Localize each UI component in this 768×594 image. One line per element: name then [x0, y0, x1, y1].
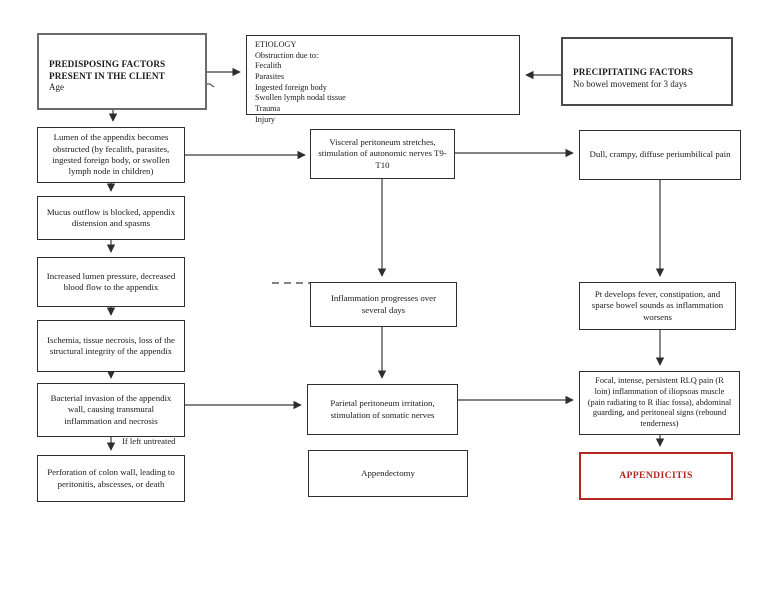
rlq-pain-box: Focal, intense, persistent RLQ pain (R l…: [579, 371, 740, 435]
etiology-line: Swollen lymph nodal tissue: [255, 93, 346, 103]
appendectomy-text: Appendectomy: [361, 467, 415, 478]
lumen-obstruction-box: Lumen of the appendix becomes obstructed…: [37, 127, 185, 183]
parietal-peritoneum-box: Parietal peritoneum irritation, stimulat…: [307, 384, 458, 435]
appendicitis-box: APPENDICITIS: [579, 452, 733, 500]
dull-pain-box: Dull, crampy, diffuse periumbilical pain: [579, 130, 741, 180]
ischemia-box: Ischemia, tissue necrosis, loss of the s…: [37, 320, 185, 372]
appendicitis-text: APPENDICITIS: [619, 469, 693, 481]
predisposing-factors-title: PREDISPOSING FACTORS PRESENT IN THE CLIE…: [49, 59, 166, 81]
etiology-line: Fecalith: [255, 61, 282, 71]
predisposing-factors-box: PREDISPOSING FACTORS PRESENT IN THE CLIE…: [37, 33, 207, 110]
rlq-pain-text: Focal, intense, persistent RLQ pain (R l…: [587, 375, 732, 429]
perforation-text: Perforation of colon wall, leading to pe…: [47, 467, 175, 489]
etiology-line: Injury: [255, 114, 276, 124]
inflammation-progresses-box: Inflammation progresses over several day…: [310, 282, 457, 327]
parietal-peritoneum-text: Parietal peritoneum irritation, stimulat…: [330, 398, 435, 420]
bacterial-invasion-box: Bacterial invasion of the appendix wall,…: [37, 383, 185, 437]
mucus-blocked-box: Mucus outflow is blocked, appendix diste…: [37, 196, 185, 240]
visceral-peritoneum-text: Visceral peritoneum stretches, stimulati…: [318, 136, 447, 170]
lumen-obstruction-text: Lumen of the appendix becomes obstructed…: [52, 132, 170, 177]
fever-constipation-box: Pt develops fever, constipation, and spa…: [579, 282, 736, 330]
etiology-box: ETIOLOGY Obstruction due to: Fecalith Pa…: [246, 35, 520, 124]
etiology-line: Trauma: [255, 103, 281, 113]
etiology-line: Obstruction due to:: [255, 50, 319, 60]
fever-constipation-text: Pt develops fever, constipation, and spa…: [591, 288, 724, 322]
appendectomy-box: Appendectomy: [308, 450, 468, 497]
etiology-line: Parasites: [255, 71, 285, 81]
mucus-blocked-text: Mucus outflow is blocked, appendix diste…: [46, 206, 176, 228]
visceral-peritoneum-box: Visceral peritoneum stretches, stimulati…: [310, 129, 455, 179]
inflammation-progresses-text: Inflammation progresses over several day…: [330, 293, 437, 315]
dull-pain-text: Dull, crampy, diffuse periumbilical pain: [589, 149, 731, 160]
perforation-box: Perforation of colon wall, leading to pe…: [37, 455, 185, 502]
predisposing-factors-item: Age: [49, 82, 64, 92]
bacterial-invasion-text: Bacterial invasion of the appendix wall,…: [50, 392, 172, 426]
etiology-title: ETIOLOGY: [255, 40, 297, 49]
increased-pressure-text: Increased lumen pressure, decreased bloo…: [46, 270, 176, 292]
etiology-line: Ingested foreign body: [255, 82, 327, 92]
precipitating-factors-title: PRECIPITATING FACTORS: [573, 67, 694, 77]
precipitating-factors-box: PRECIPITATING FACTORS No bowel movement …: [561, 37, 733, 106]
increased-pressure-box: Increased lumen pressure, decreased bloo…: [37, 257, 185, 307]
precipitating-factors-item: No bowel movement for 3 days: [573, 78, 687, 89]
if-left-untreated-label: If left untreated: [122, 436, 176, 446]
ischemia-text: Ischemia, tissue necrosis, loss of the s…: [47, 334, 175, 356]
